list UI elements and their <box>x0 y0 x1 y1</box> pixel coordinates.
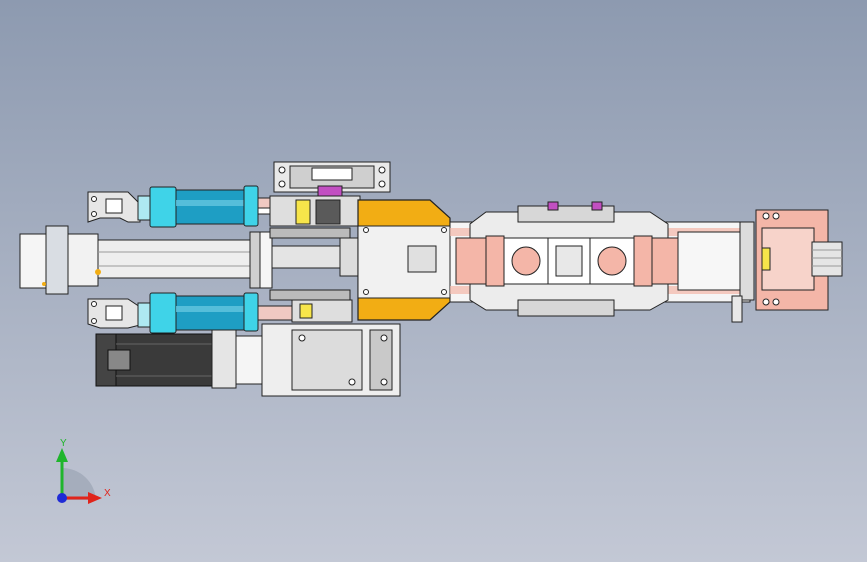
amber-head-block[interactable] <box>357 199 451 321</box>
right-end-housing[interactable] <box>677 209 843 323</box>
upper-gripper-arm[interactable] <box>87 191 141 223</box>
lower-gripper-arm[interactable] <box>87 298 141 329</box>
servo-motor[interactable] <box>95 323 401 397</box>
upper-mount-bracket[interactable] <box>273 161 391 197</box>
gear-assembly[interactable] <box>269 195 361 323</box>
lower-cylinder[interactable] <box>137 292 299 334</box>
coordinate-triad: Y X <box>56 438 111 504</box>
roller-housings[interactable] <box>455 235 679 287</box>
triad-x-label: X <box>104 488 111 499</box>
triad-y-label: Y <box>60 438 67 449</box>
center-linear-actuator[interactable] <box>19 225 359 295</box>
